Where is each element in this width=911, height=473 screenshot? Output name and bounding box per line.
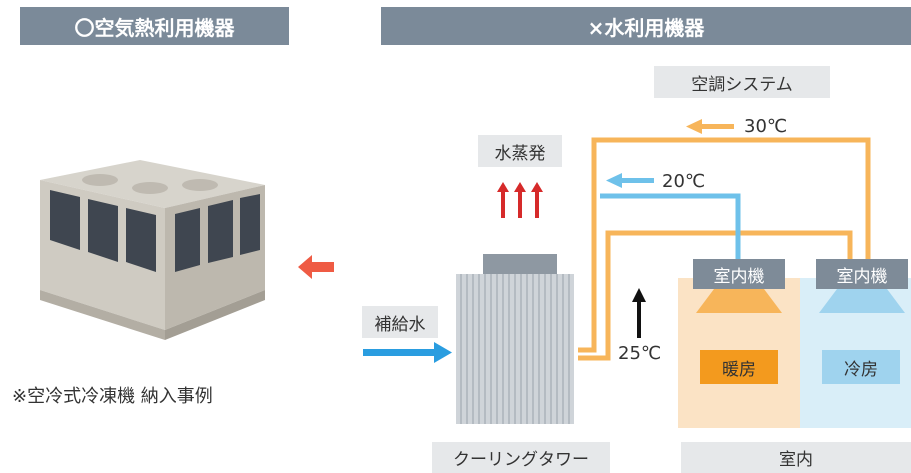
- left-header-text: 〇空気熱利用機器: [74, 15, 235, 40]
- cooling-tower-body: [456, 274, 574, 424]
- vapor-label: 水蒸発: [478, 135, 562, 167]
- system-label: 空調システム: [654, 66, 830, 98]
- right-header-text: ×水利用機器: [587, 15, 705, 40]
- cooling-vent-icon: [819, 289, 905, 313]
- cooling-tower-fan: [483, 254, 557, 274]
- cooling-box: 冷房: [822, 350, 900, 384]
- temp-25: 25℃: [618, 343, 662, 364]
- chiller-illustration: [40, 160, 265, 340]
- heating-vent-icon: [696, 289, 782, 313]
- indoor-unit-right: 室内機: [816, 259, 908, 289]
- left-caption: ※空冷式冷凍機 納入事例: [12, 386, 213, 407]
- makeup-water-label: 補給水: [362, 306, 438, 338]
- vapor-arrows-icon: [497, 182, 543, 218]
- indoor-label: 室内: [681, 442, 911, 473]
- right-header: ×水利用機器: [381, 7, 911, 45]
- heating-box: 暖房: [700, 350, 778, 384]
- temp-20: 20℃: [662, 171, 706, 192]
- indoor-unit-left: 室内機: [693, 259, 785, 289]
- tower-label: クーリングタワー: [432, 442, 610, 473]
- left-arrow-icon: [298, 255, 334, 279]
- temp-30: 30℃: [744, 116, 788, 137]
- left-header: 〇空気熱利用機器: [20, 7, 289, 45]
